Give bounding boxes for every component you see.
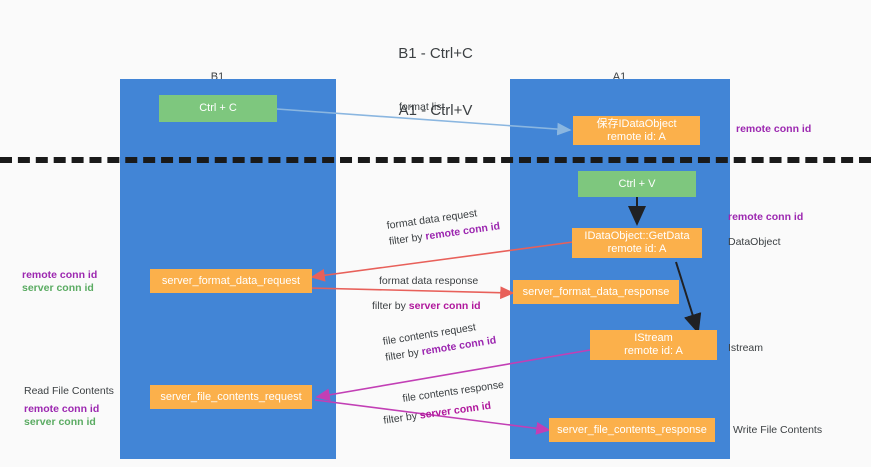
side-label-remote-conn-id-mid: remote conn id xyxy=(728,211,804,223)
node-server-format-data-response[interactable]: server_format_data_response xyxy=(513,280,679,304)
node-save-idataobject[interactable]: 保存IDataObject remote id: A xyxy=(573,116,700,145)
side-label-istream: Istream xyxy=(728,342,764,354)
edge-label-format-data-response: format data response xyxy=(379,275,479,287)
node-server-format-data-request[interactable]: server_format_data_request xyxy=(150,269,312,293)
side-label-left-server-conn-id-bottom: server conn id xyxy=(24,416,96,428)
side-label-write-file-contents: Write File Contents xyxy=(733,424,823,436)
side-label-remote-conn-id-top: remote conn id xyxy=(736,123,812,135)
side-label-left-remote-conn-id-bottom: remote conn id xyxy=(24,403,100,415)
node-idataobject-getdata[interactable]: IDataObject::GetData remote id: A xyxy=(572,228,702,258)
edge-label-format-data-request-group: format data request filter by remote con… xyxy=(386,204,501,248)
edge-label-format-data-response-group: format data response filter by server co… xyxy=(372,275,481,313)
phase-divider xyxy=(0,157,871,163)
node-istream[interactable]: IStream remote id: A xyxy=(590,330,717,360)
side-label-left-server-conn-id-mid: server conn id xyxy=(22,282,94,294)
side-label-left-remote-conn-id-mid: remote conn id xyxy=(22,269,98,281)
edge-label-file-contents-response-group: file contents response filter by server … xyxy=(380,379,507,428)
edge-label-format-data-response-filter: filter by server conn id xyxy=(372,300,481,313)
title-line-1: B1 - Ctrl+C xyxy=(398,45,473,62)
filter-prefix-1: filter by xyxy=(388,230,427,248)
filter-prefix-3: filter by xyxy=(384,346,423,364)
edge-label-file-contents-request-group: file contents request filter by remote c… xyxy=(382,318,497,364)
node-ctrl-c[interactable]: Ctrl + C xyxy=(159,95,277,122)
side-label-dataobject: DataObject xyxy=(728,236,781,248)
edge-label-format-list: format list xyxy=(399,101,445,113)
filter-key-server-conn-id-1: server conn id xyxy=(408,300,481,312)
edge-label-file-contents-response-filter: filter by server conn id xyxy=(383,398,508,428)
side-label-read-file-contents: Read File Contents xyxy=(24,385,114,397)
node-ctrl-v[interactable]: Ctrl + V xyxy=(578,171,696,197)
filter-prefix-2: filter by xyxy=(372,300,409,312)
node-server-file-contents-response[interactable]: server_file_contents_response xyxy=(549,418,715,442)
filter-prefix-4: filter by xyxy=(382,409,421,427)
node-server-file-contents-request[interactable]: server_file_contents_request xyxy=(150,385,312,409)
filter-key-server-conn-id-2: server conn id xyxy=(419,399,492,422)
